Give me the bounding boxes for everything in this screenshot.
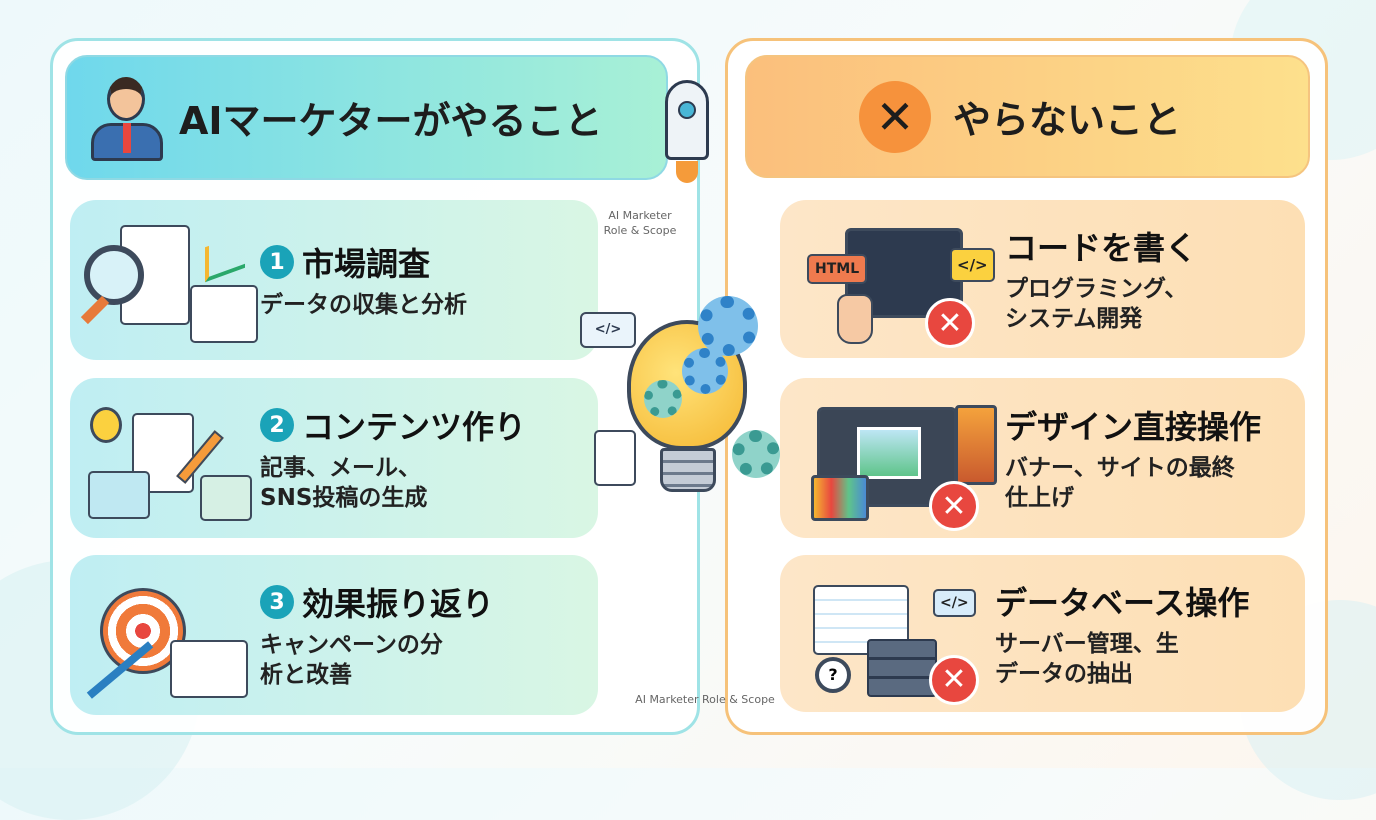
forbidden-x-icon: ✕ [929,654,979,705]
content-creation-icon [70,393,260,523]
item-title: 効果振り返り [302,585,495,624]
hand-stop-icon [837,294,873,344]
item-title: コードを書く [1005,229,1198,268]
x-circle-icon: ✕ [859,80,931,153]
does-header: AIマーケターがやること [65,55,668,180]
item-title: データベース操作 [995,583,1250,622]
design-tool-icon: ✕ [805,393,997,531]
item-desc: バナー、サイトの最終仕上げ [1005,455,1235,511]
card-design: ✕ デザイン直接操作 バナー、サイトの最終仕上げ [780,378,1305,538]
does-not-header: ✕ やらないこと [745,55,1310,178]
step-number: 3 [260,585,294,620]
rocket-icon [665,80,709,183]
step-number: 1 [260,245,294,280]
code-monitor-icon: HTML </> ✕ [805,214,995,348]
step-number: 2 [260,408,294,443]
code-bubble-icon: </> [580,312,636,348]
html-badge: HTML [807,254,868,284]
caption-top: AI Marketer Role & Scope [603,209,677,238]
item-title: コンテンツ作り [302,408,527,447]
item-desc: データの収集と分析 [260,292,467,319]
card-write-code: HTML </> ✕ コードを書く プログラミング、システム開発 [780,200,1305,358]
forbidden-x-icon: ✕ [929,481,979,531]
search-question-icon: ? [815,656,851,693]
item-desc: プログラミング、システム開発 [1005,276,1188,332]
gear-icon [732,430,780,478]
analytics-chart-icon [70,215,260,345]
document-icon [594,430,636,486]
database-server-icon: </> ? ✕ [805,569,995,705]
caption-bottom: AI Marketer Role & Scope [635,693,775,706]
forbidden-x-icon: ✕ [925,298,975,348]
lightbulb-gears-icon [622,296,762,510]
code-tag-icon: </> [950,248,995,282]
does-title: AIマーケターがやること [179,99,603,143]
marketer-avatar-icon [79,63,179,173]
item-desc: サーバー管理、生データの抽出 [995,630,1179,687]
target-growth-icon [70,570,260,700]
item-desc: 記事、メール、SNS投稿の生成 [260,455,428,511]
item-title: デザイン直接操作 [1005,408,1262,447]
card-database: </> ? ✕ データベース操作 サーバー管理、生データの抽出 [780,555,1305,712]
item-title: 市場調査 [302,245,431,284]
item-desc: キャンペーンの分析と改善 [260,632,443,688]
code-tag-icon: </> [933,588,976,617]
does-not-title: やらないこと [953,98,1182,142]
